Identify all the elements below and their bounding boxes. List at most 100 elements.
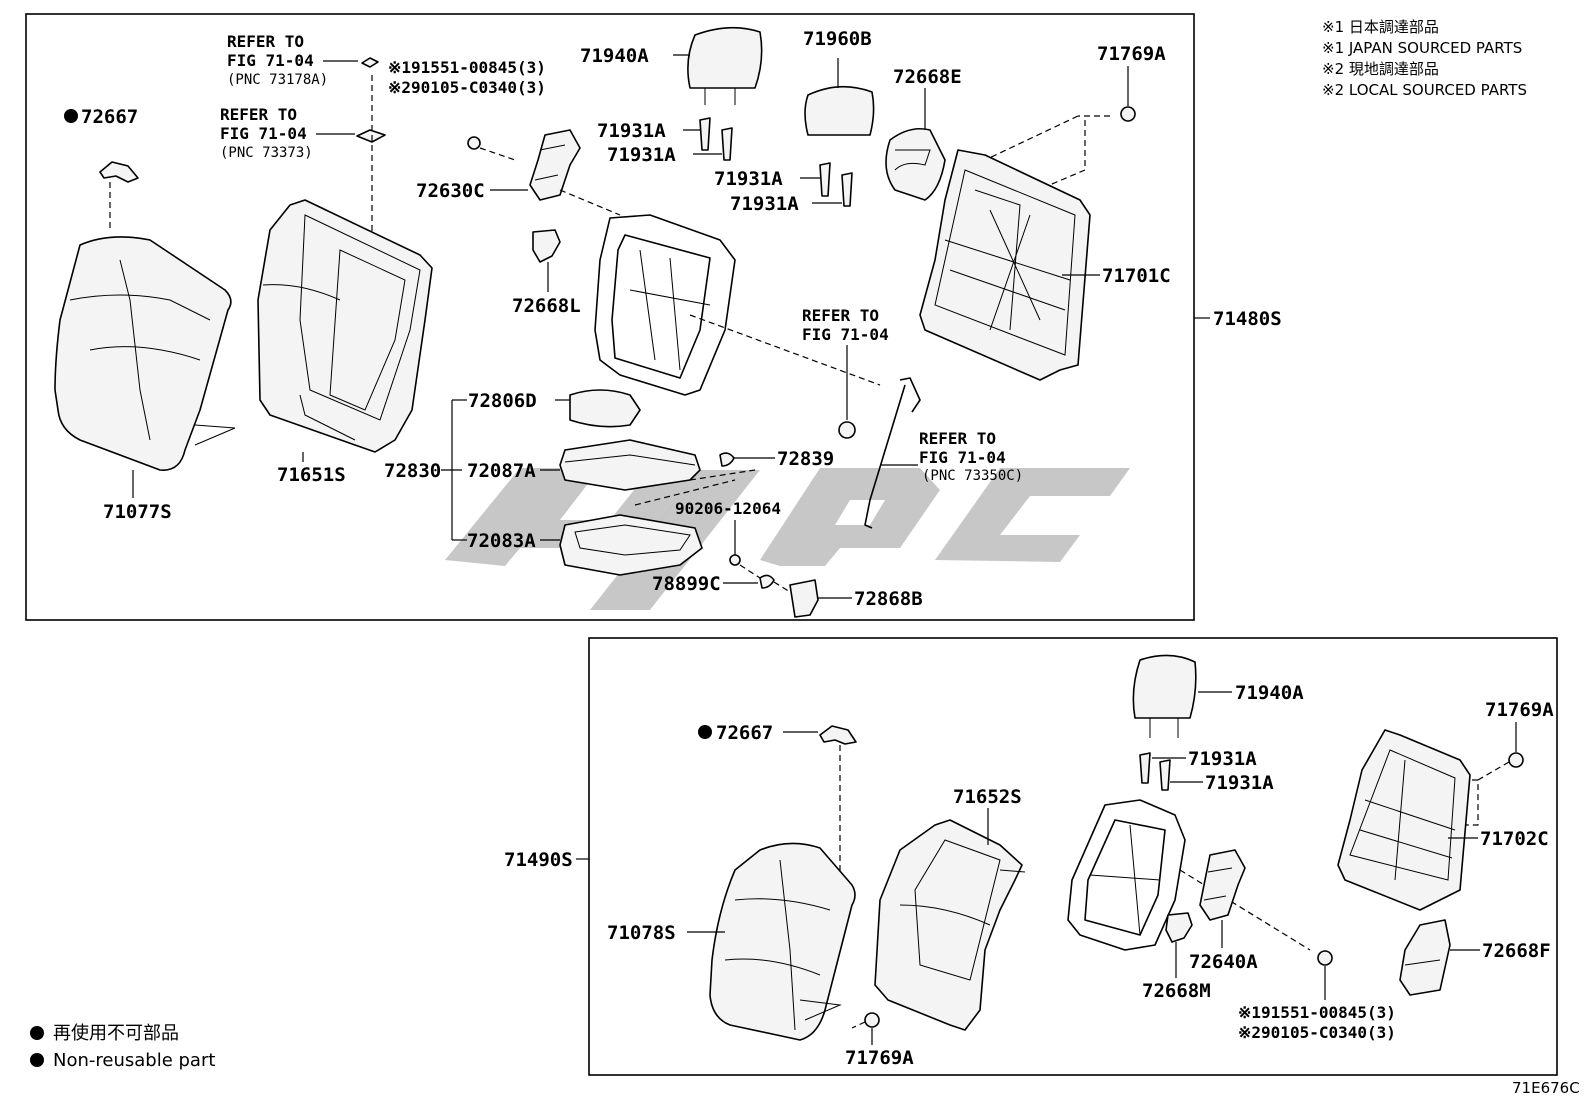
- part-label-72806D[interactable]: 72806D: [468, 390, 537, 412]
- cover-72668F-shape: [1399, 919, 1451, 996]
- part-label-71769A-lower-1[interactable]: 71769A: [845, 1047, 914, 1069]
- nut-shape: [467, 136, 481, 150]
- part-label-71701C[interactable]: 71701C: [1102, 265, 1171, 287]
- clip-72839-shape: [719, 452, 735, 467]
- part-label-71940A-lower[interactable]: 71940A: [1235, 682, 1304, 704]
- part-label-71931A-lower-2[interactable]: 71931A: [1205, 772, 1274, 794]
- headrest-guide-shape: [1139, 752, 1151, 784]
- legend: 再使用不可部品 Non-reusable part: [30, 1023, 215, 1071]
- nut-shape: [838, 421, 856, 439]
- part-label-72839[interactable]: 72839: [777, 448, 834, 470]
- refer-3-line2[interactable]: FIG 71-04: [802, 325, 889, 344]
- bracket-72668L-shape: [532, 229, 561, 263]
- part-label-71652S[interactable]: 71652S: [953, 786, 1022, 808]
- part-label-72668F[interactable]: 72668F: [1482, 940, 1551, 962]
- headrest-71940A-lower-shape: [1132, 654, 1197, 738]
- headrest-guide-shape: [721, 127, 733, 161]
- refer-2-line1[interactable]: REFER TO: [220, 105, 297, 124]
- non-reusable-bullet-icon: [698, 725, 712, 739]
- seatback-board-71701C-shape: [919, 149, 1091, 381]
- seatback-frame-shape: [594, 214, 736, 396]
- refer-2-line2[interactable]: FIG 71-04: [220, 124, 307, 143]
- part-label-71769A[interactable]: 71769A: [1097, 43, 1166, 65]
- refer-1-pnc: (PNC 73178A): [227, 72, 328, 88]
- refer-1-line1[interactable]: REFER TO: [227, 32, 304, 51]
- clip-72667-shape: [819, 725, 857, 745]
- part-label-71077S[interactable]: 71077S: [103, 501, 172, 523]
- bolt-note-upper-1: ※191551-00845(3): [388, 58, 546, 77]
- part-label-71078S[interactable]: 71078S: [607, 922, 676, 944]
- headrest-guide-shape: [819, 162, 831, 197]
- part-label-71931A-3[interactable]: 71931A: [714, 168, 783, 190]
- clip-72667-shape: [99, 161, 139, 183]
- seatback-pad-71651S-shape: [257, 199, 433, 453]
- refer-4-line1[interactable]: REFER TO: [919, 429, 996, 448]
- note-local-en: ※2 LOCAL SOURCED PARTS: [1322, 81, 1527, 99]
- part-label-71702C[interactable]: 71702C: [1480, 828, 1549, 850]
- cover-72868B-shape: [789, 579, 819, 618]
- part-label-72868B[interactable]: 72868B: [854, 588, 923, 610]
- fastener-small-shape: [361, 57, 379, 68]
- seatback-cover-71078S-shape: [709, 842, 856, 1041]
- part-label-72668E[interactable]: 72668E: [893, 66, 962, 88]
- part-label-71940A[interactable]: 71940A: [580, 45, 649, 67]
- part-label-71931A-lower-1[interactable]: 71931A: [1188, 748, 1257, 770]
- part-label-72083A[interactable]: 72083A: [467, 530, 536, 552]
- part-label-71769A-lower-2[interactable]: 71769A: [1485, 699, 1554, 721]
- seatback-cover-71077S-shape: [54, 236, 236, 471]
- seatback-frame-lower-shape: [1067, 799, 1186, 951]
- part-label-72667[interactable]: 72667: [81, 106, 138, 128]
- bullet-icon: [30, 1026, 44, 1040]
- part-label-71931A-4[interactable]: 71931A: [730, 193, 799, 215]
- part-label-78899C[interactable]: 78899C: [652, 573, 721, 595]
- part-label-71931A-1[interactable]: 71931A: [597, 120, 666, 142]
- part-label-72630C[interactable]: 72630C: [416, 180, 485, 202]
- armrest-pad-72087A-shape: [559, 439, 701, 491]
- part-label-72668L[interactable]: 72668L: [512, 295, 581, 317]
- part-label-90206-12064[interactable]: 90206-12064: [675, 499, 781, 518]
- cupholder-72806D-shape: [569, 389, 641, 428]
- part-label-72087A[interactable]: 72087A: [467, 460, 536, 482]
- bullet-icon: [30, 1053, 44, 1067]
- bolt-71769A-shape: [1120, 106, 1136, 122]
- bolt-shape: [1317, 950, 1333, 966]
- headrest-guide-shape: [1159, 759, 1171, 791]
- seatbelt-anchor-shape: [864, 377, 921, 529]
- diagram-code: 71E676C: [1512, 1079, 1580, 1097]
- legend-en: Non-reusable part: [53, 1050, 215, 1071]
- cover-72668E-shape: [885, 127, 946, 201]
- part-label-71931A-2[interactable]: 71931A: [607, 144, 676, 166]
- part-label-71960B[interactable]: 71960B: [803, 28, 872, 50]
- part-label-72668M[interactable]: 72668M: [1142, 980, 1211, 1002]
- refer-4-pnc: (PNC 73350C): [922, 468, 1023, 484]
- part-label-72830[interactable]: 72830: [384, 460, 441, 482]
- part-label-71480S[interactable]: 71480S: [1213, 308, 1282, 330]
- headrest-guide-shape: [841, 172, 853, 207]
- bolt-71769A-shape: [1508, 752, 1524, 768]
- seatback-pad-71652S-shape: [874, 819, 1026, 1031]
- note-japan-jp: ※1 日本調達部品: [1322, 18, 1439, 36]
- bolt-71769A-shape: [864, 1012, 880, 1028]
- part-label-71651S[interactable]: 71651S: [277, 464, 346, 486]
- clip-shape: [729, 554, 741, 566]
- refer-3-line1[interactable]: REFER TO: [802, 306, 879, 325]
- refer-4-line2[interactable]: FIG 71-04: [919, 448, 1006, 467]
- bolt-note-lower-1: ※191551-00845(3): [1238, 1003, 1396, 1022]
- source-notes: ※1 日本調達部品 ※1 JAPAN SOURCED PARTS ※2 現地調達…: [1322, 18, 1527, 99]
- part-label-71490S[interactable]: 71490S: [504, 849, 573, 871]
- seatback-board-71702C-shape: [1337, 729, 1471, 911]
- headrest-guide-shape: [699, 117, 711, 151]
- note-japan-en: ※1 JAPAN SOURCED PARTS: [1322, 39, 1522, 57]
- armrest-body-72083A-shape: [559, 514, 703, 576]
- non-reusable-bullet-icon: [64, 109, 78, 123]
- bolt-note-upper-2: ※290105-C0340(3): [388, 78, 546, 97]
- watermark-logo: [445, 468, 1130, 610]
- part-label-72640A[interactable]: 72640A: [1189, 951, 1258, 973]
- part-label-72667-lower[interactable]: 72667: [716, 722, 773, 744]
- bracket-small-shape: [356, 129, 386, 143]
- note-local-jp: ※2 現地調達部品: [1322, 60, 1439, 78]
- hinge-72640A-shape: [1199, 849, 1246, 921]
- refer-1-line2[interactable]: FIG 71-04: [227, 51, 314, 70]
- bolt-note-lower-2: ※290105-C0340(3): [1238, 1023, 1396, 1042]
- lower-group-frame: [588, 637, 1558, 1076]
